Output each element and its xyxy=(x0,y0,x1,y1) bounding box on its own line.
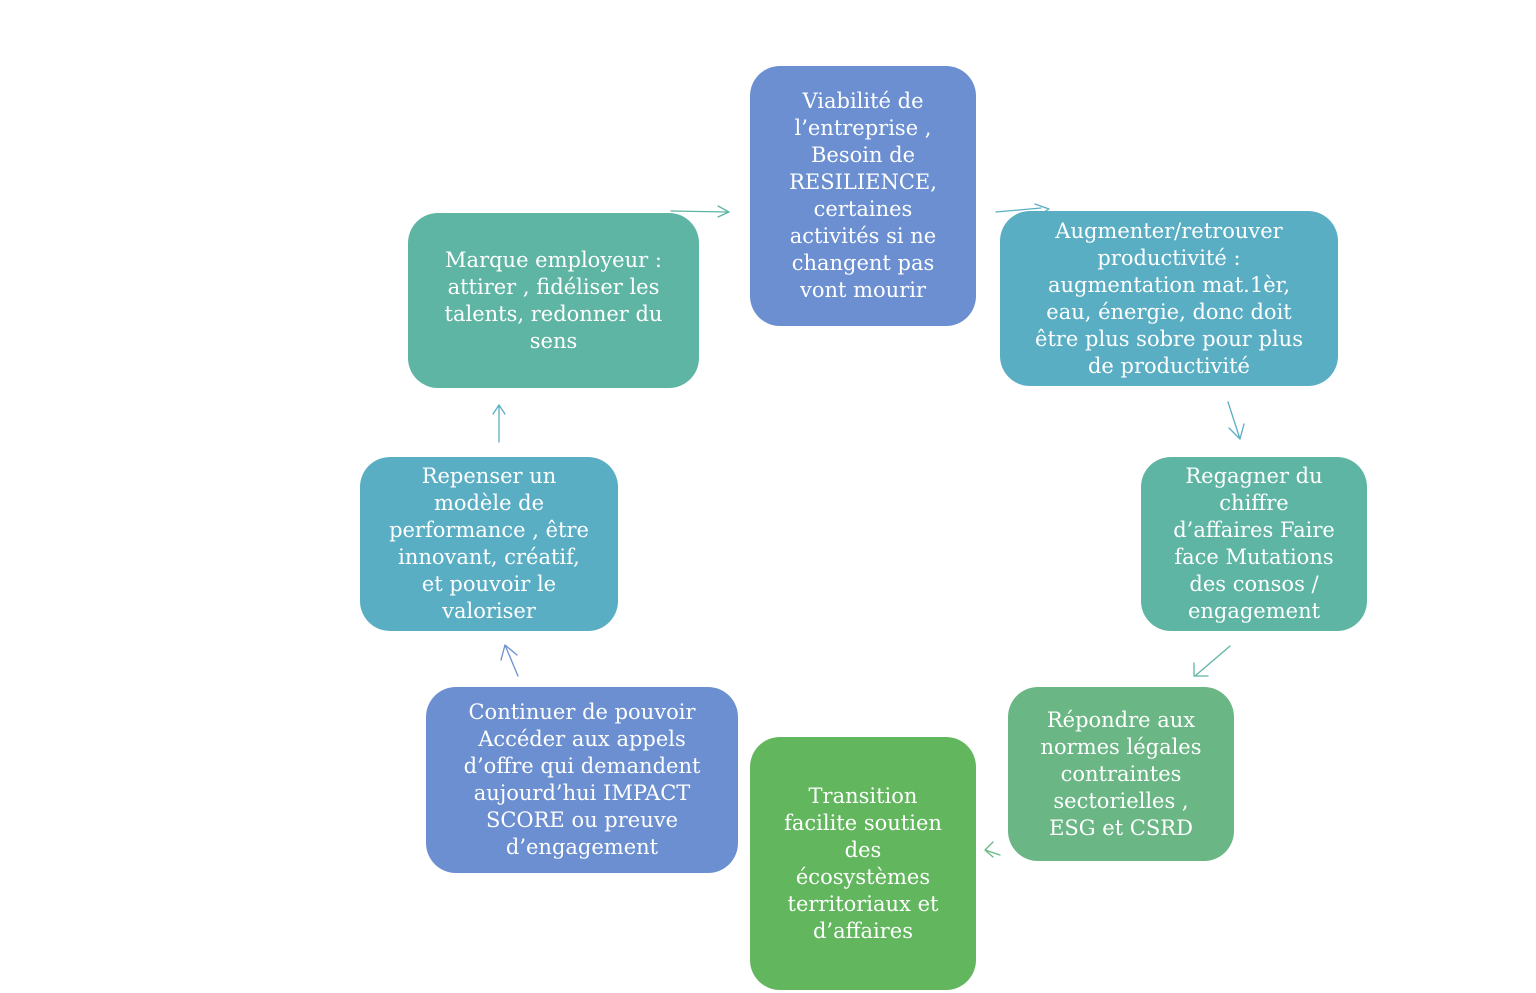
node-appels-offre: Continuer de pouvoir Accéder aux appels … xyxy=(426,687,738,873)
node-marque-employeur: Marque employeur : attirer , fidéliser l… xyxy=(408,213,699,388)
node-productivite: Augmenter/retrouver productivité : augme… xyxy=(1000,211,1338,386)
arrow-appels-to-performance xyxy=(500,644,519,677)
node-performance: Repenser un modèle de performance , être… xyxy=(360,457,618,631)
arrow-normes-to-transition xyxy=(984,841,1001,858)
node-normes: Répondre aux normes légales contraintes … xyxy=(1008,687,1234,861)
arrow-productivite-to-chiffre xyxy=(1227,401,1245,440)
node-transition: Transition facilite soutien des écosystè… xyxy=(750,737,976,990)
arrow-chiffre-to-normes xyxy=(1193,645,1231,677)
node-chiffre-affaires: Regagner du chiffre d’affaires Faire fac… xyxy=(1141,457,1367,631)
arrow-performance-to-marque xyxy=(492,404,506,443)
node-viabilite: Viabilité de l’entreprise , Besoin de RE… xyxy=(750,66,976,326)
